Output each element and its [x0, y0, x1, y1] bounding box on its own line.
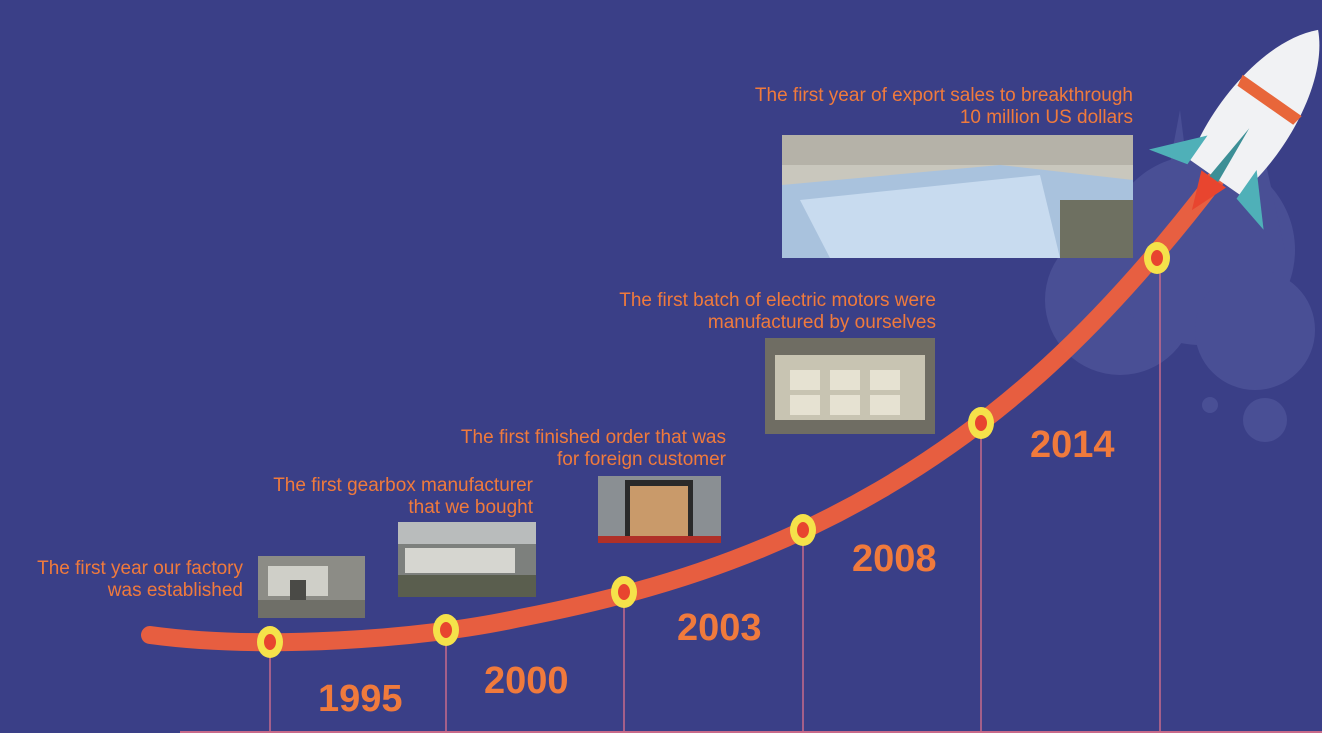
- caption-2014: The first year of export sales to breakt…: [755, 85, 1133, 129]
- caption-2003: The first finished order that was for fo…: [461, 427, 726, 471]
- caption-1995-line1: The first year our factory: [37, 558, 243, 579]
- marker-2014: [1144, 242, 1170, 274]
- year-label-2008: 2008: [852, 538, 937, 580]
- photo-1995: [258, 556, 365, 618]
- year-label-1995: 1995: [318, 678, 403, 720]
- drop-lines: [269, 258, 1161, 733]
- year-label-2000: 2000: [484, 660, 569, 702]
- marker-1995: [257, 626, 283, 658]
- caption-2000: The first gearbox manufacturer that we b…: [273, 475, 533, 519]
- photo-2014: [782, 135, 1133, 258]
- caption-2000-line1: The first gearbox manufacturer: [273, 475, 533, 496]
- growth-curve: [141, 171, 1224, 652]
- markers: [257, 242, 1170, 658]
- caption-2000-line2: that we bought: [408, 497, 533, 518]
- caption-2014-line2: 10 million US dollars: [959, 107, 1133, 128]
- marker-2000: [433, 614, 459, 646]
- caption-2003-line2: for foreign customer: [557, 449, 726, 470]
- photo-2000: [398, 522, 536, 597]
- marker-2003: [611, 576, 637, 608]
- rocket-icon: [1148, 29, 1320, 230]
- caption-1995-line2: was established: [107, 580, 243, 601]
- marker-2011: [968, 407, 994, 439]
- photo-2008: [765, 338, 935, 434]
- photo-2003: [598, 476, 721, 543]
- caption-2008-line1: The first batch of electric motors were: [619, 290, 936, 311]
- caption-2008: The first batch of electric motors were …: [619, 290, 936, 334]
- caption-2014-line1: The first year of export sales to breakt…: [754, 85, 1133, 106]
- marker-2008: [790, 514, 816, 546]
- caption-2008-line2: manufactured by ourselves: [707, 312, 936, 333]
- year-label-2014: 2014: [1030, 424, 1115, 466]
- year-label-2003: 2003: [677, 607, 762, 649]
- caption-1995: The first year our factory was establish…: [37, 558, 243, 602]
- caption-2003-line1: The first finished order that was: [460, 427, 726, 448]
